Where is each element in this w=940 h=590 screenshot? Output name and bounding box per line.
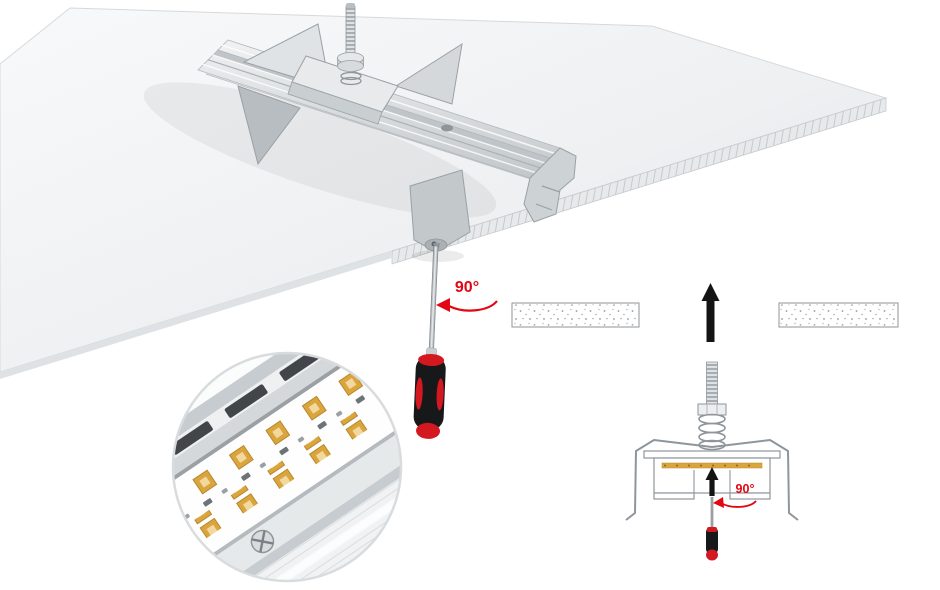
rotation-annotation: 90°	[436, 279, 498, 312]
section-screwdriver-collar	[707, 527, 717, 532]
spring-clip	[237, 3, 463, 166]
detail-pcb-edge	[173, 394, 401, 581]
section-screwdriver-cap	[706, 549, 718, 561]
clip-screw	[337, 3, 364, 72]
section-bottom-lip-left	[653, 492, 695, 500]
section-rotation-angle-label: 90°	[736, 482, 755, 496]
profile-end-cap-notch	[535, 185, 561, 211]
clip-wing-right	[394, 42, 463, 105]
section-rotation-arrow-icon	[720, 500, 757, 508]
detail-vent-slot	[173, 421, 213, 455]
panel-shadow	[143, 82, 497, 218]
section-clip-arm-left	[625, 439, 713, 521]
ceiling-panel-edge-left	[0, 251, 392, 379]
spring-coil	[698, 431, 726, 443]
lift-arrow-icon	[701, 283, 720, 342]
ceiling-section-right-stipple	[780, 304, 897, 326]
screwdriver-collar	[418, 353, 445, 367]
section-screw-nut	[697, 403, 727, 416]
led-row-upper	[173, 353, 401, 547]
profile-underside	[409, 169, 471, 253]
component-row	[173, 353, 401, 557]
section-bottom-lip-right	[729, 492, 771, 500]
section-screwdriver-shaft	[710, 497, 714, 528]
clip-saddle-front	[287, 81, 383, 125]
section-clip-arm-right	[711, 439, 799, 521]
detail-diffuser-glare	[190, 440, 401, 581]
screwdriver-grip-right	[436, 378, 444, 411]
detail-vent-slot	[224, 384, 268, 418]
profile-end-cap	[523, 147, 577, 223]
detail-metal-shelf	[173, 397, 401, 581]
section-screwdriver-handle	[706, 527, 718, 554]
ceiling-section	[511, 302, 899, 328]
clip-spring-coil	[340, 71, 362, 81]
fixing-screw-slot	[259, 530, 266, 553]
screwdriver-handle	[413, 355, 446, 431]
section-screwdriver-icon	[706, 497, 718, 561]
profile-slot-line	[205, 73, 541, 183]
led-row-lower	[173, 362, 401, 577]
screwdriver-grip-left	[415, 377, 423, 410]
section-rotation-annotation: 90°	[713, 482, 757, 508]
detail-edge-line	[173, 353, 401, 522]
clip-screw-tip	[346, 3, 355, 8]
section-insert-arrow-icon	[705, 467, 719, 496]
section-rotation-arrowhead	[713, 497, 724, 508]
screwdriver-handle-cap	[416, 422, 441, 439]
profile-cross-section	[625, 361, 799, 521]
ceiling-panel-edge-hatch	[392, 98, 886, 264]
detail-rail	[176, 420, 401, 581]
clip-washer-bottom	[337, 60, 364, 72]
magnifier-circle	[171, 351, 403, 583]
detail-metal-ledge	[173, 353, 401, 519]
spring-coil	[698, 439, 726, 451]
ceiling-section-left-stipple	[513, 304, 638, 326]
section-profile-flange	[643, 450, 781, 459]
section-screw-shaft	[706, 361, 718, 409]
rotation-arrowhead	[436, 298, 450, 312]
rotation-angle-label: 90°	[455, 279, 479, 296]
profile-mount-hole	[441, 124, 453, 132]
clip-wing-lower-left	[237, 85, 301, 166]
rotation-arrow-icon	[448, 300, 498, 312]
screwdriver-icon	[413, 242, 446, 439]
clip-spring-coil	[340, 76, 362, 86]
detail-profile-wall	[173, 353, 384, 494]
section-spring	[698, 413, 726, 451]
